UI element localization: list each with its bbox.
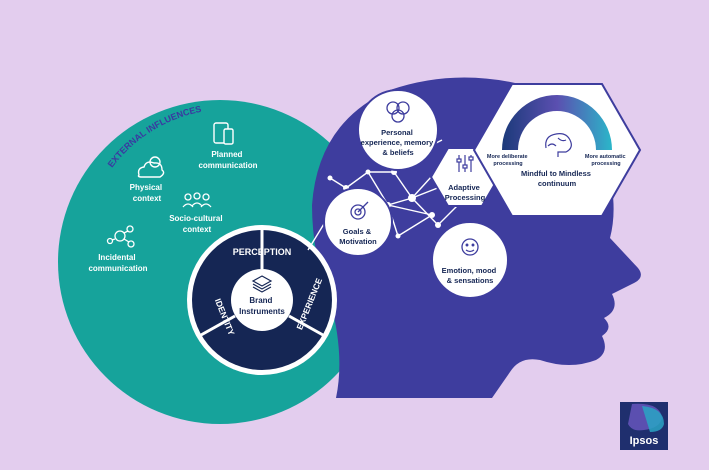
physical-context-label: Physical context (130, 183, 165, 203)
target-icon (350, 201, 369, 220)
venn-circles-icon (386, 101, 410, 123)
network-icon (106, 225, 135, 248)
more-deliberate-label: More deliberate processing (487, 154, 529, 167)
ipsos-logo: Ipsos (620, 402, 668, 450)
goals-motivation-label: Goals & Motivation (339, 227, 377, 246)
socio-cultural-context-label: Socio-cultural context (169, 214, 225, 234)
cloud-sun-icon (137, 156, 165, 178)
incidental-communication-label: Incidental communication (88, 253, 147, 273)
personal-experience-label: Personal experience, memory & beliefs (361, 128, 436, 157)
emotion-node (431, 221, 509, 299)
adaptive-processing-label: Adaptive Processing (445, 183, 486, 202)
perception-label: PERCEPTION (233, 247, 292, 257)
brand-wheel (187, 225, 337, 375)
phone-tablet-icon (213, 122, 234, 145)
goals-motivation-node (323, 187, 393, 257)
more-automatic-label: More automatic processing (585, 154, 627, 167)
personal-experience-node (357, 89, 439, 171)
brand-instruments-label: Brand Instruments (239, 296, 285, 316)
people-group-icon (182, 192, 212, 208)
planned-communication-label: Planned communication (198, 150, 257, 170)
layers-icon (251, 275, 273, 293)
smiley-icon (461, 238, 479, 256)
continuum-title: Mindful to Mindless continuum (521, 169, 593, 188)
continuum-gauge-arc (502, 95, 612, 150)
sliders-icon (456, 155, 474, 172)
brain-icon (545, 133, 572, 157)
ipsos-logo-text: Ipsos (630, 435, 659, 447)
emotion-label: Emotion, mood & sensations (442, 266, 499, 285)
